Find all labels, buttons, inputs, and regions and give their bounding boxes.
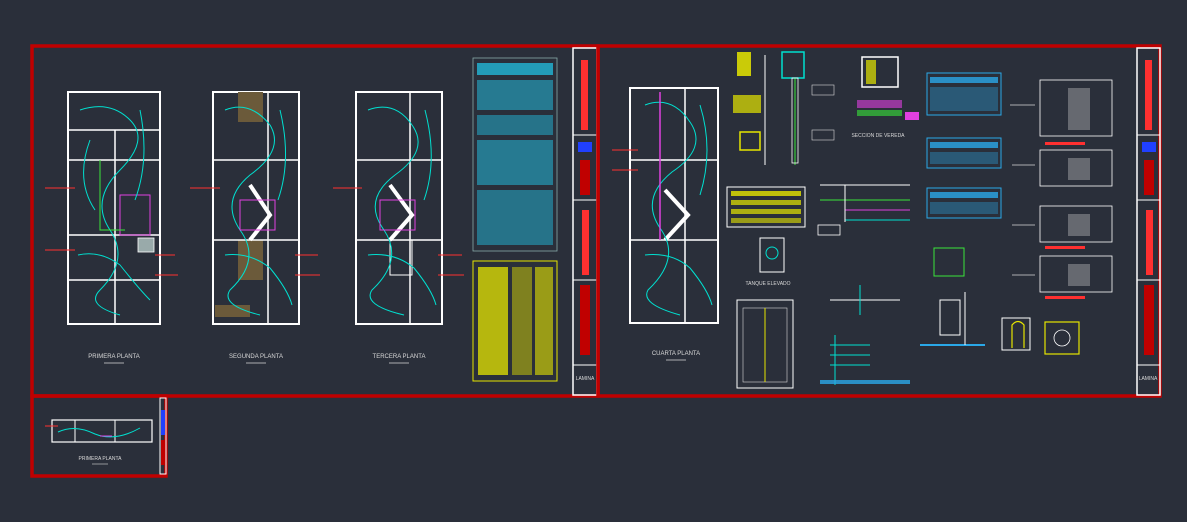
plan-3-title: TERCERA PLANTA [373,354,426,360]
detail-meter-column [733,51,835,165]
sheet-small: PRIMERA PLANTA [30,394,168,478]
floor-plan-1: PRIMERA PLANTA [45,91,178,364]
grounding-details [920,247,1080,355]
notes-block [472,57,558,252]
legend-block [472,260,558,382]
panel-diagrams [1010,79,1113,299]
floor-plan-4: CUARTA PLANTA [612,87,719,361]
title-block-right: LAMINA [1136,47,1161,396]
data-tables [926,72,1002,219]
floor-plan-small: PRIMERA PLANTA [45,419,153,465]
floor-plan-2: SEGUNDA PLANTA [190,91,320,364]
detail-vereda-title: SECCION DE VEREDA [851,133,905,139]
detail-vereda: SECCION DE VEREDA [851,56,919,139]
detail-panel-board [736,299,794,389]
detail-tanque: TANQUE ELEVADO [745,237,791,287]
sheet-right: CUARTA PLANTA SECCION DE VEREDA [596,44,1162,398]
lamina-label-left: LAMINA [576,376,595,382]
detail-tanque-title: TANQUE ELEVADO [745,281,790,287]
sheet-left: PRIMERA PLANTA SEGUNDA PLANTA [30,44,600,398]
floor-plan-3: TERCERA PLANTA [333,91,464,364]
plan-1-title: PRIMERA PLANTA [88,354,140,360]
plan-2-title: SEGUNDA PLANTA [229,354,283,360]
single-line-diagrams [817,184,910,385]
title-block-left: LAMINA [572,47,598,396]
lamina-label-right: LAMINA [1139,376,1158,382]
small-plan-title: PRIMERA PLANTA [79,456,123,462]
load-schedule [726,186,806,228]
plan-4-title: CUARTA PLANTA [652,351,700,357]
